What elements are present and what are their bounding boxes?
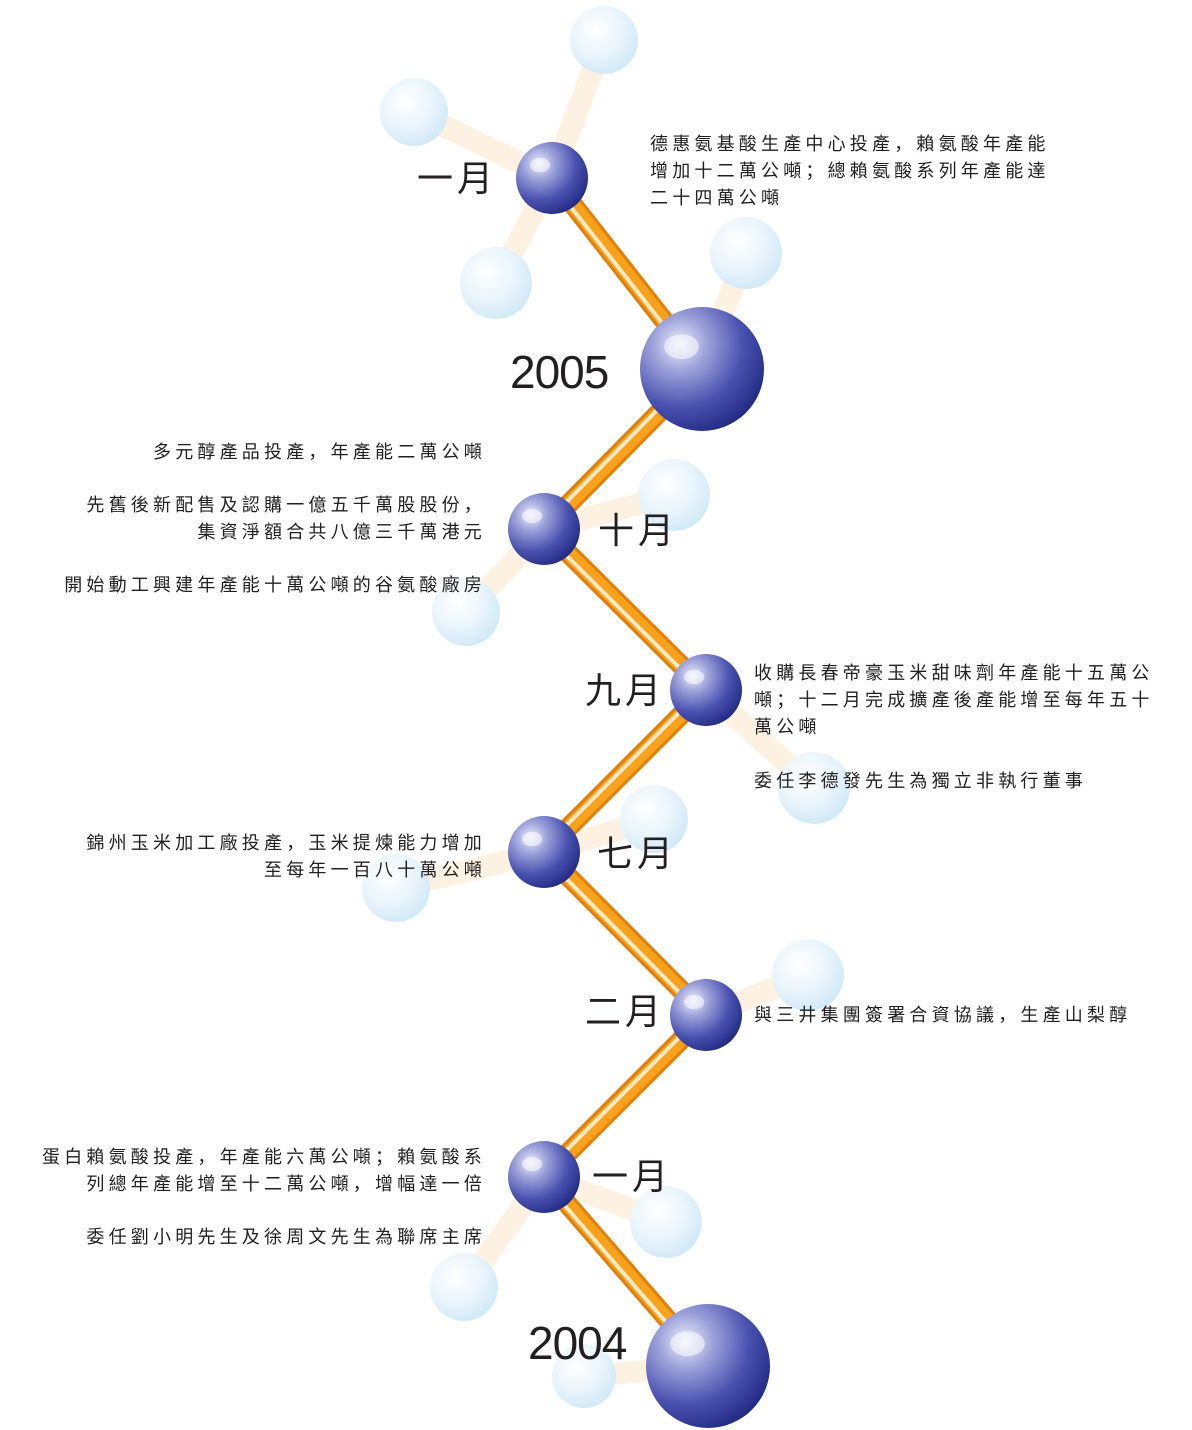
background-atom — [710, 217, 782, 289]
background-atom — [460, 247, 532, 319]
event-2004-feb-mitsui: 與三井集團簽署合資協議，生產山梨醇 — [754, 1005, 1132, 1026]
atom-m2004-jan — [508, 1141, 580, 1213]
month-label-2004-oct: 十月 — [598, 511, 679, 552]
event-2004-jan-chairmen: 委任劉小明先生及徐周文先生為聯席主席 — [86, 1227, 486, 1248]
event-2004-oct-glutamic: 開始動工興建年產能十萬公噸的谷氨酸廠房 — [64, 575, 486, 596]
atom-m2004-feb — [670, 979, 742, 1051]
background-atoms — [362, 6, 850, 1408]
atom-y2004 — [646, 1304, 770, 1428]
bond — [534, 680, 716, 862]
event-2004-jan-lysine: 蛋白賴氨酸投產，年產能六萬公噸；賴氨酸系 列總年產能增至十二萬公噸，增幅達一倍 — [42, 1147, 486, 1195]
month-label-2004-feb: 二月 — [585, 992, 666, 1033]
atom-m2004-oct — [508, 493, 580, 565]
year-label-2005: 2005 — [510, 346, 609, 398]
background-atom — [432, 578, 500, 646]
background-atom — [380, 78, 448, 146]
month-label-2004-jan: 一月 — [592, 1157, 673, 1198]
background-atom — [430, 1253, 498, 1321]
background-atom — [362, 854, 430, 922]
atom-m2004-jul — [508, 816, 580, 888]
background-atom — [552, 1344, 616, 1408]
background-atom — [778, 752, 850, 824]
background-atom — [620, 785, 688, 853]
event-2005-jan-dehui: 德惠氨基酸生產中心投產，賴氨酸年產能 增加十二萬公噸；總賴氨酸系列年產能達 二十… — [650, 134, 1050, 209]
background-atom — [570, 6, 638, 74]
background-atom — [772, 939, 844, 1011]
year-label-2004: 2004 — [528, 1317, 627, 1369]
event-2004-sep-acquisition: 收購長春帝豪玉米甜味劑年產能十五萬公 噸；十二月完成擴產後產能增至每年五十 萬公… — [754, 663, 1154, 738]
bond — [534, 842, 716, 1025]
event-2004-oct-placement: 先舊後新配售及認購一億五千萬股股份， 集資淨額合共八億三千萬港元 — [86, 495, 486, 543]
background-atom — [630, 1186, 702, 1258]
month-label-2004-jul: 七月 — [597, 834, 678, 875]
background-atom — [638, 459, 710, 531]
event-2004-jul-jinzhou: 錦州玉米加工廠投產，玉米提煉能力增加 至每年一百八十萬公噸 — [86, 833, 486, 881]
atom-m2005-jan — [516, 142, 588, 214]
timeline-nodes — [508, 142, 770, 1428]
event-2004-sep-director: 委任李德發先生為獨立非執行董事 — [754, 771, 1087, 792]
bond — [534, 519, 716, 700]
month-label-2005-jan: 一月 — [417, 159, 498, 200]
month-label-2004-sep: 九月 — [585, 671, 666, 712]
atom-y2005 — [640, 307, 764, 431]
event-2004-oct-polyol: 多元醇產品投產，年產能二萬公噸 — [153, 442, 486, 463]
atom-m2004-sep — [670, 654, 742, 726]
bond — [534, 1005, 716, 1187]
